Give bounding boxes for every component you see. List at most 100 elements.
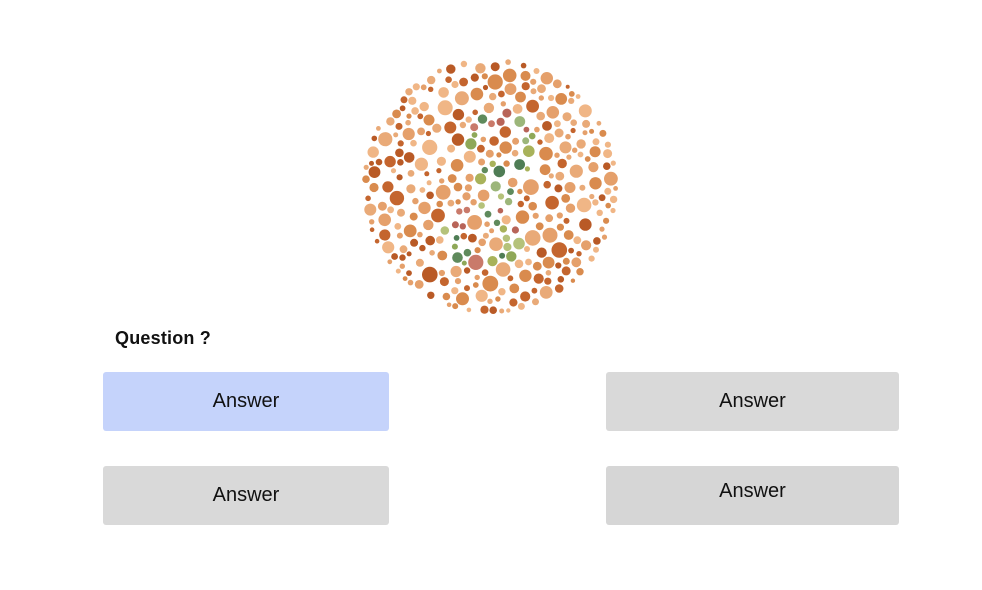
plate-dot (533, 273, 544, 284)
plate-dot (408, 96, 417, 105)
plate-dot (426, 180, 432, 186)
plate-dot (424, 171, 430, 177)
plate-dot (417, 127, 425, 136)
plate-dot (572, 147, 578, 153)
plate-dot (609, 195, 618, 204)
plate-dot (465, 138, 477, 150)
plate-dot (451, 221, 459, 229)
plate-dot (561, 266, 571, 276)
plate-dot (543, 180, 551, 189)
plate-dot (514, 159, 525, 170)
plate-dot (552, 79, 562, 89)
plate-dot (440, 226, 450, 235)
plate-dot (497, 207, 504, 214)
plate-dot (402, 127, 415, 141)
plate-dot (470, 87, 484, 101)
plate-dot (563, 230, 574, 240)
plate-dot (460, 60, 468, 68)
plate-dot (554, 184, 563, 193)
plate-dot (523, 179, 539, 195)
plate-dot (513, 237, 525, 250)
plate-dot (542, 227, 558, 243)
plate-dot (604, 141, 611, 148)
plate-dot (506, 251, 517, 262)
plate-dot (450, 265, 462, 278)
plate-dot (465, 173, 474, 182)
plate-dot (455, 199, 461, 205)
plate-dot (439, 277, 449, 287)
plate-dot (403, 224, 417, 238)
plate-dot (391, 253, 398, 260)
plate-dot (576, 197, 592, 213)
plate-dot (511, 226, 519, 234)
plate-dot (498, 90, 505, 98)
plate-dot (472, 109, 478, 116)
plate-dot (395, 148, 404, 158)
plate-dot (397, 140, 404, 147)
plate-dot (514, 116, 526, 127)
plate-dot (384, 155, 396, 168)
plate-dot (554, 128, 564, 138)
answer-option-3[interactable]: Answer (103, 466, 389, 525)
plate-dot (532, 261, 542, 271)
plate-dot (545, 195, 559, 210)
plate-dot (471, 132, 478, 138)
plate-dot (532, 212, 539, 219)
plate-dot (582, 130, 588, 136)
plate-dot (544, 133, 555, 144)
plate-dot (399, 263, 405, 269)
plate-dot (419, 244, 426, 252)
plate-dot (387, 206, 394, 214)
plate-dot (565, 203, 576, 213)
plate-dot (538, 95, 544, 101)
plate-dot (557, 276, 565, 283)
plate-dot (417, 113, 424, 120)
plate-dot (566, 154, 572, 160)
plate-dot (544, 277, 552, 285)
plate-dot (589, 146, 601, 158)
plate-dot (489, 160, 496, 167)
plate-dot (545, 270, 552, 276)
answer-option-1[interactable]: Answer (103, 372, 389, 431)
plate-dot (523, 126, 530, 133)
plate-dot (613, 186, 618, 191)
plate-dot (363, 164, 369, 170)
plate-dot (528, 201, 537, 211)
plate-dot (432, 123, 442, 133)
answer-option-4[interactable]: Answer (606, 466, 899, 525)
plate-dot (589, 193, 595, 200)
plate-dot (588, 162, 599, 173)
plate-dot (456, 292, 469, 306)
plate-dot (531, 287, 538, 294)
plate-dot (369, 219, 375, 225)
plate-dot (412, 83, 420, 91)
plate-dot (582, 119, 591, 128)
plate-dot (579, 218, 592, 231)
plate-dot (548, 173, 554, 179)
plate-dot (422, 139, 438, 155)
plate-dot (464, 184, 472, 192)
plate-dot (598, 194, 606, 202)
plate-dot (524, 246, 530, 252)
plate-dot (556, 223, 564, 231)
plate-dot (502, 108, 512, 118)
plate-dot (528, 132, 536, 140)
plate-dot (578, 104, 592, 118)
plate-dot (480, 136, 487, 143)
plate-dot (554, 152, 560, 158)
plate-dot (517, 200, 524, 208)
plate-dot (482, 84, 489, 91)
plate-dot (464, 285, 470, 292)
plate-dot (503, 160, 510, 167)
plate-dot (411, 107, 419, 115)
plate-dot (555, 262, 562, 269)
plate-dot (501, 215, 511, 225)
plate-dot (539, 146, 553, 161)
plate-dot (487, 298, 493, 304)
plate-dot (499, 126, 511, 138)
plate-dot (537, 84, 546, 94)
plate-dot (596, 120, 602, 126)
answer-option-2[interactable]: Answer (606, 372, 899, 431)
plate-dot (493, 219, 501, 226)
plate-dot (534, 126, 540, 133)
